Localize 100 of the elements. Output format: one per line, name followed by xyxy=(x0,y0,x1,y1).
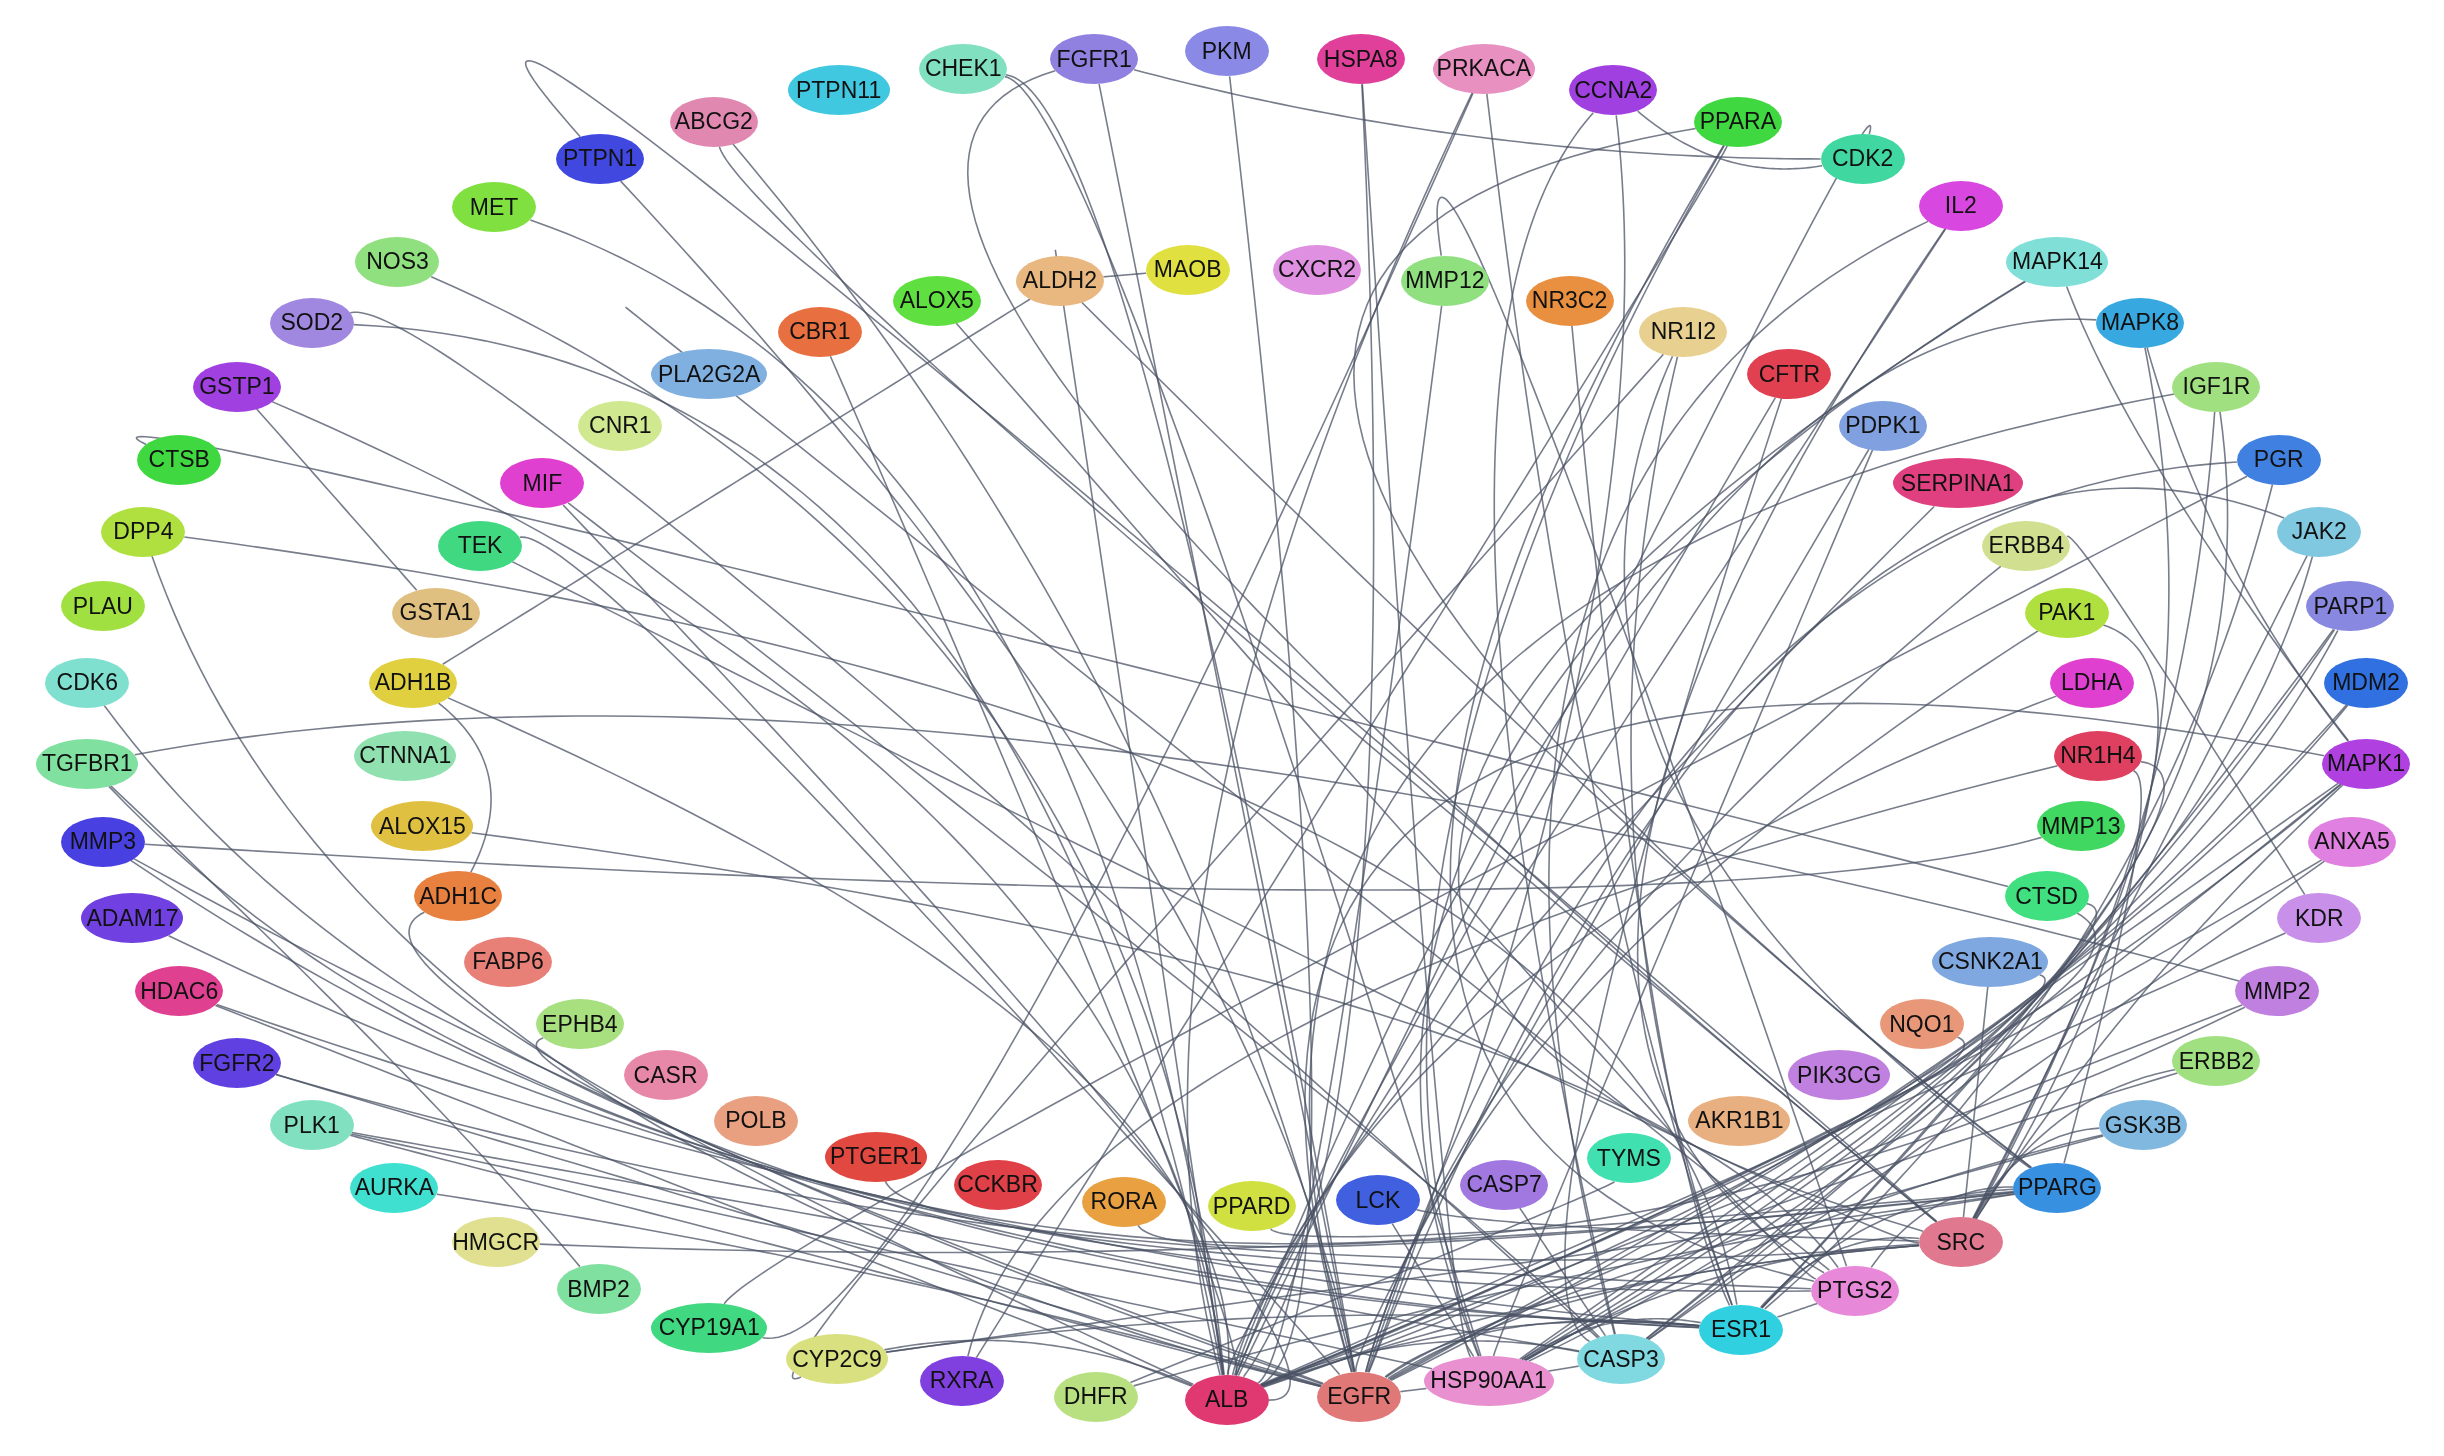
interaction-line xyxy=(1760,760,2165,1309)
node-label: RORA xyxy=(1090,1188,1157,1216)
protein-node xyxy=(1688,1095,1791,1146)
node-label: NR1I2 xyxy=(1650,318,1716,346)
interaction-line xyxy=(1242,83,1375,1378)
node-label: PPARG xyxy=(2018,1174,2097,1202)
interaction-line xyxy=(1623,355,2031,1169)
interaction-line xyxy=(791,353,1665,1380)
interaction-line xyxy=(1548,220,1929,1336)
node-label: GSTA1 xyxy=(399,599,474,627)
interaction-line xyxy=(350,1133,1433,1370)
interaction-line xyxy=(1975,784,2344,1220)
protein-node xyxy=(1699,1304,1784,1355)
interaction-line xyxy=(1269,1190,2015,1238)
interaction-line xyxy=(511,560,1920,1244)
interaction-line xyxy=(761,92,1474,1340)
node-label: HSP90AA1 xyxy=(1430,1367,1547,1395)
node-label: IGF1R xyxy=(2182,373,2251,401)
node-label: CBR1 xyxy=(789,318,851,346)
interaction-line xyxy=(108,785,1812,1293)
protein-node xyxy=(2024,587,2109,638)
node-label: PTPN11 xyxy=(795,76,882,104)
interaction-line xyxy=(1389,974,2046,1381)
interaction-line xyxy=(1226,228,1947,1376)
protein-node xyxy=(36,738,139,789)
protein-node xyxy=(556,134,645,184)
protein-node xyxy=(2004,871,2089,922)
node-label: CDK2 xyxy=(1831,145,1894,173)
interaction-line xyxy=(624,306,1831,1271)
interaction-line xyxy=(1571,325,1731,1307)
node-label: TEK xyxy=(457,532,503,560)
node-label: CTSD xyxy=(2015,882,2078,910)
interaction-line xyxy=(1521,1318,1702,1361)
interaction-line xyxy=(1636,110,1823,170)
protein-node xyxy=(1400,255,1489,306)
node-label: GSTP1 xyxy=(199,373,275,401)
node-label: AURKA xyxy=(354,1174,434,1202)
node-label: PTPN1 xyxy=(563,145,638,173)
node-label: MAPK14 xyxy=(2012,248,2103,276)
protein-node xyxy=(1747,349,1832,400)
node-label: BMP2 xyxy=(567,1275,630,1303)
node-label: PKM xyxy=(1201,37,1252,65)
protein-node xyxy=(953,1159,1042,1210)
interaction-line xyxy=(829,355,1238,1377)
node-label: CDK6 xyxy=(56,669,118,697)
interaction-line xyxy=(183,536,1738,1306)
node-label: MMP3 xyxy=(69,828,137,856)
node-label: DHFR xyxy=(1063,1383,1128,1411)
node-label: HMGCR xyxy=(452,1228,540,1256)
node-label: FGFR2 xyxy=(199,1049,275,1077)
node-label: PTGER1 xyxy=(829,1143,922,1171)
interaction-line xyxy=(1974,1068,2176,1220)
interaction-line xyxy=(1004,75,1482,1357)
node-label: NR3C2 xyxy=(1531,287,1608,315)
protein-node xyxy=(1982,520,2071,571)
protein-node xyxy=(1317,1371,1402,1422)
interaction-line xyxy=(1237,124,1872,1377)
interaction-line xyxy=(1098,83,1356,1373)
interaction-line xyxy=(143,836,2043,891)
interaction-line xyxy=(966,70,1938,1223)
interaction-line xyxy=(132,857,1324,1385)
node-label: PRKACA xyxy=(1436,55,1532,83)
protein-node xyxy=(137,434,222,485)
node-label: ERBB4 xyxy=(1988,532,2064,560)
interaction-line xyxy=(518,536,1341,1376)
interaction-line xyxy=(2066,535,2306,896)
interaction-line xyxy=(975,145,1728,1359)
node-label: MAOB xyxy=(1153,256,1222,284)
interaction-line xyxy=(1384,1319,1701,1378)
node-label: CYP19A1 xyxy=(658,1314,760,1342)
node-label: ADH1B xyxy=(374,669,452,697)
interaction-line xyxy=(275,1073,1323,1387)
node-label: MAPK1 xyxy=(2327,750,2406,778)
protein-node xyxy=(1460,1159,1549,1210)
node-label: IL2 xyxy=(1944,192,1977,220)
node-label: SERPINA1 xyxy=(1900,469,2015,497)
interaction-line xyxy=(1975,346,2170,1220)
interaction-line xyxy=(1764,483,2274,1310)
node-label: GSK3B xyxy=(2104,1111,2182,1139)
interaction-line xyxy=(470,831,1839,1269)
interaction-line xyxy=(2146,346,2349,742)
interaction-line xyxy=(1870,1186,2015,1269)
node-label: ERBB2 xyxy=(2178,1047,2255,1075)
interaction-line xyxy=(1235,318,2098,1377)
node-label: CXCR2 xyxy=(1278,256,1357,284)
node-label: AKR1B1 xyxy=(1695,1107,1784,1135)
node-label: MMP2 xyxy=(2244,977,2311,1005)
interaction-line xyxy=(1102,272,1147,278)
interaction-line xyxy=(1415,1208,1920,1242)
interaction-line xyxy=(718,145,1938,1223)
node-label: ALDH2 xyxy=(1022,267,1097,295)
node-label: ALOX15 xyxy=(378,812,466,840)
interaction-line xyxy=(135,435,2009,888)
interaction-line xyxy=(447,697,1230,1376)
node-label: ALOX5 xyxy=(899,287,974,315)
interaction-line xyxy=(2065,285,2350,742)
protein-node xyxy=(1838,400,1927,451)
node-label: CCKBR xyxy=(957,1171,1038,1199)
interaction-line xyxy=(1137,1191,2015,1248)
interaction-line xyxy=(351,1131,1580,1353)
